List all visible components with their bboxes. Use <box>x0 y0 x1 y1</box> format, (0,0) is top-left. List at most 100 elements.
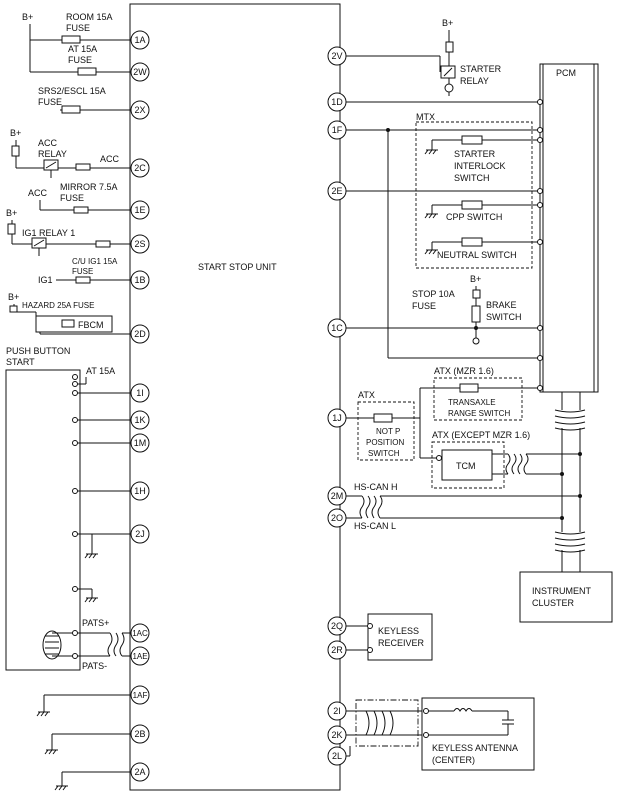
mirror-fuse-label-2: FUSE <box>60 193 84 203</box>
instrument-cluster-label-2: CLUSTER <box>532 598 575 608</box>
pin-2b: 2B <box>130 724 150 744</box>
svg-text:1E: 1E <box>134 205 145 215</box>
pcm-box <box>539 63 599 393</box>
svg-text:2W: 2W <box>133 67 147 77</box>
pin-1ae: 1AE <box>130 646 150 666</box>
acc-label: ACC <box>28 188 48 198</box>
cu-fuse-label-2: FUSE <box>72 267 93 276</box>
svg-text:2O: 2O <box>331 513 343 523</box>
stop-fuse-icon <box>472 289 481 299</box>
svg-text:1A: 1A <box>134 35 145 45</box>
pin-2d: 2D <box>130 324 150 344</box>
atx-mzr-label: ATX (MZR 1.6) <box>434 366 494 376</box>
pin-2c: 2C <box>130 158 150 178</box>
not-p-switch-icon <box>373 413 393 423</box>
svg-text:2E: 2E <box>331 186 342 196</box>
cpp-switch-icon <box>461 200 483 210</box>
svg-text:1F: 1F <box>332 125 343 135</box>
atx-except-label: ATX (EXCEPT MZR 1.6) <box>432 430 530 440</box>
at-fuse-icon <box>77 67 97 76</box>
mirror-fuse-label-1: MIRROR 7.5A <box>60 182 118 192</box>
brake-b-plus: B+ <box>470 274 481 284</box>
at-fuse-label-2: FUSE <box>68 55 92 65</box>
svg-text:2B: 2B <box>134 729 145 739</box>
pin-2a: 2A <box>130 762 150 782</box>
keyless-receiver-label-1: KEYLESS <box>378 626 419 636</box>
svg-text:1M: 1M <box>134 438 147 448</box>
svg-text:1J: 1J <box>332 413 342 423</box>
neutral-switch-label: NEUTRAL SWITCH <box>437 250 517 260</box>
keyless-antenna-label-2: (CENTER) <box>432 755 475 765</box>
pin-1a: 1A <box>130 30 150 50</box>
tcm-box <box>441 449 493 481</box>
srs-fuse-label-2: FUSE <box>38 97 62 107</box>
brake-switch-icon <box>471 305 481 323</box>
starter-interlock-switch-icon <box>461 135 483 145</box>
acc-relay-b-plus: B+ <box>10 128 21 138</box>
pin-2o: 2O <box>327 508 347 528</box>
pin-2s: 2S <box>130 234 150 254</box>
instrument-cluster-box <box>519 571 613 623</box>
hazard-fuse-label: HAZARD 25A FUSE <box>22 301 94 310</box>
atx-label: ATX <box>358 390 375 400</box>
pin-2l: 2L <box>327 746 347 766</box>
starter-interlock-label-3: SWITCH <box>454 173 490 183</box>
pin-2w: 2W <box>130 62 150 82</box>
srs-fuse-icon <box>61 105 81 114</box>
svg-text:1AC: 1AC <box>132 629 148 638</box>
svg-text:2X: 2X <box>134 105 145 115</box>
pin-1i: 1I <box>130 383 150 403</box>
pin-2q: 2Q <box>327 616 347 636</box>
transaxle-label-2: RANGE SWITCH <box>448 409 510 418</box>
ig1-relay-b-plus: B+ <box>6 208 17 218</box>
hs-can-h-label: HS-CAN H <box>354 482 398 492</box>
mirror-fuse-icon <box>73 206 89 214</box>
pin-1h: 1H <box>130 481 150 501</box>
mtx-box <box>415 121 533 269</box>
svg-text:2J: 2J <box>135 529 145 539</box>
pin-1c: 1C <box>327 318 347 338</box>
start-stop-unit-box <box>129 3 341 791</box>
svg-text:2V: 2V <box>331 51 342 61</box>
pin-1d: 1D <box>327 92 347 112</box>
room-fuse-label-1: ROOM 15A <box>66 12 113 22</box>
keyless-antenna-label-1: KEYLESS ANTENNA <box>432 743 518 753</box>
stop-fuse-label-1: STOP 10A <box>412 289 455 299</box>
pin-1f: 1F <box>327 120 347 140</box>
svg-text:2A: 2A <box>134 767 145 777</box>
instrument-cluster-label-1: INSTRUMENT <box>532 586 591 596</box>
pin-1m: 1M <box>130 433 150 453</box>
starter-relay-label-1: STARTER <box>460 64 502 74</box>
svg-text:2C: 2C <box>134 163 146 173</box>
svg-text:1D: 1D <box>331 97 343 107</box>
svg-text:1H: 1H <box>134 486 146 496</box>
svg-text:1I: 1I <box>136 388 144 398</box>
pin-2x: 2X <box>130 100 150 120</box>
svg-text:2M: 2M <box>331 491 344 501</box>
stop-fuse-label-2: FUSE <box>412 301 436 311</box>
pin-1ac: 1AC <box>130 623 150 643</box>
keyless-receiver-label-2: RECEIVER <box>378 638 425 648</box>
tcm-label: TCM <box>456 461 476 471</box>
pats-coil-icon <box>42 630 62 660</box>
pin-2v: 2V <box>327 46 347 66</box>
brake-switch-label-2: SWITCH <box>486 312 522 322</box>
right-connector-pins: 2V 1D 1F 2E 1C 1J 2M 2O 2Q 2R 2I 2K 2L <box>327 46 347 766</box>
neutral-switch-icon <box>461 237 483 247</box>
pcm-label: PCM <box>556 68 576 78</box>
transaxle-switch-icon <box>459 383 479 393</box>
svg-text:2Q: 2Q <box>331 621 343 631</box>
cu-fuse-icon <box>75 276 91 284</box>
svg-text:1AF: 1AF <box>133 691 148 700</box>
antenna-coil-icon <box>453 708 473 712</box>
ig1-label: IG1 <box>38 275 53 285</box>
pin-2e: 2E <box>327 181 347 201</box>
antenna-shield <box>355 699 419 747</box>
svg-text:1C: 1C <box>331 323 343 333</box>
left-connector-pins: 1A 2W 2X 2C 1E 2S 1B 2D 1I 1K 1M 1H 2J 1… <box>130 30 150 782</box>
svg-text:2R: 2R <box>331 645 343 655</box>
pin-2r: 2R <box>327 640 347 660</box>
room-fuse-label-2: FUSE <box>66 23 90 33</box>
pin-2i: 2I <box>327 701 347 721</box>
